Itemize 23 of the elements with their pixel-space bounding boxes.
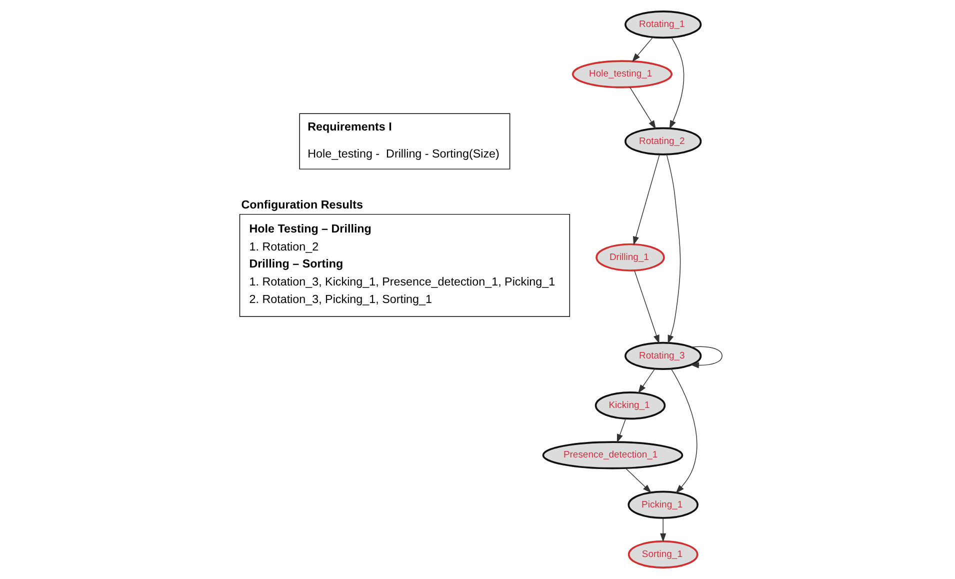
arrow: [634, 270, 659, 344]
node-ellipse: Hole_testing_1: [571, 60, 672, 88]
arrow: [666, 154, 680, 344]
arrow: [624, 468, 651, 493]
node-ellipse: Sorting_1: [627, 540, 698, 568]
arrow: [660, 518, 666, 542]
arrow: [668, 37, 684, 130]
arrow: [638, 368, 655, 394]
node-box: Hole Testing – Drilling 1. Rotation_2 Drilling – Sorting 1. Rotation_3, Kicking_1, Presence_detection_1, Picking_1 2. Rotation_3, Picking_1, Sorting_1: [238, 214, 570, 317]
arrow: [690, 346, 722, 368]
node-ellipse: Rotating_2: [624, 127, 702, 156]
arrow: [631, 37, 653, 62]
arrow: [632, 154, 660, 246]
arrow: [670, 368, 697, 494]
node-box: Requirements I Hole_testing - Drilling - Sorting(Size): [298, 113, 510, 170]
node-ellipse: Kicking_1: [594, 392, 666, 420]
arrow: [629, 86, 656, 130]
node-label: Configuration Results: [240, 198, 362, 212]
arrow: [616, 418, 626, 443]
node-ellipse: Picking_1: [627, 490, 698, 519]
node-ellipse: Rotating_1: [624, 10, 702, 39]
node-ellipse: Drilling_1: [595, 243, 664, 272]
node-ellipse: Presence_detection_1: [542, 441, 683, 470]
